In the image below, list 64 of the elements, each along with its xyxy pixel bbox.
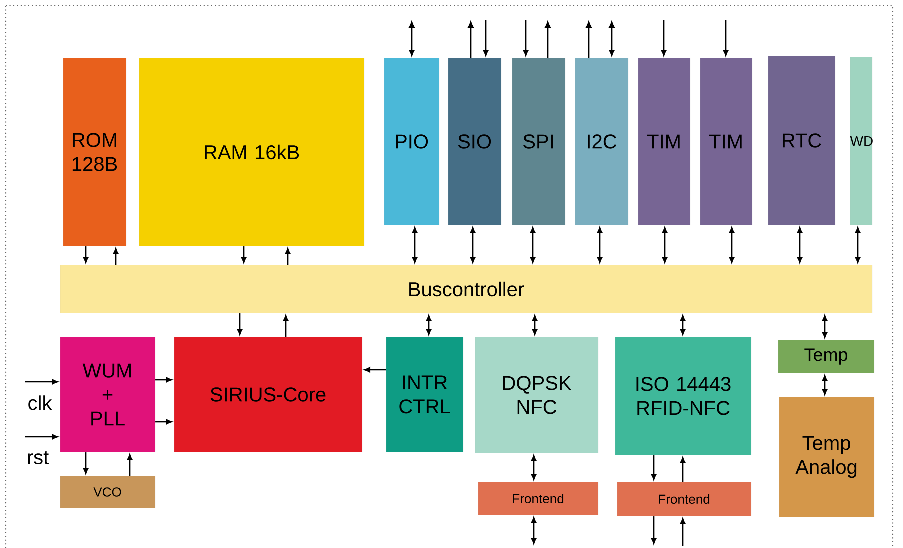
arrow [468,22,474,58]
arrow [283,315,289,337]
block-box: INTR CTRL [386,337,464,453]
arrow [412,227,418,264]
block-box: WD [850,57,873,226]
arrow [156,419,172,425]
block-box: SIO [448,58,502,226]
block-box: VCO [60,476,156,509]
arrow [680,315,686,336]
arrow [531,455,537,480]
edge-label: clk [26,394,54,412]
block-box: I2C [575,58,629,226]
block-box: RTC [768,56,836,226]
block-box: ISO 14443 RFID-NFC [615,337,752,456]
block-box: TIM [638,58,691,226]
arrow [729,227,735,264]
arrow [409,22,415,56]
arrow [651,516,657,544]
block-box: SIRIUS-Core [174,337,363,453]
block-box: RAM 16kB [139,58,365,247]
arrow [523,20,529,56]
arrow [285,248,291,265]
arrow [470,227,476,264]
arrow [364,367,386,373]
block-box: Frontend [478,482,599,516]
arrow [241,246,247,264]
arrow [532,315,538,336]
arrow [545,22,551,58]
arrow [127,454,133,476]
arrow [531,517,537,544]
arrow [83,246,89,264]
block-box: ROM 128B [63,58,127,247]
arrow [25,379,58,385]
block-box: Frontend [617,482,752,517]
arrow [597,227,603,264]
block-box: PIO [384,58,440,226]
arrow [797,227,803,264]
arrow [530,227,536,264]
arrow [83,452,89,474]
block-box: DQPSK NFC [475,337,599,454]
arrow [113,248,119,265]
edge-label: rst [26,450,50,466]
arrow [609,22,615,56]
arrow [855,227,861,264]
arrow [237,314,243,336]
arrow [662,227,668,264]
arrow [586,22,592,58]
bus-bar: Buscontroller [60,264,873,314]
arrow [156,377,172,383]
block-box: Temp Analog [779,397,875,518]
arrow [680,457,686,482]
block-box: SPI [512,58,566,226]
arrow [661,20,667,56]
block-box: TIM [700,58,753,226]
arrow [426,315,432,336]
arrow [483,20,489,56]
block-box: WUM + PLL [60,337,156,453]
arrow [822,315,828,338]
arrow [25,434,58,440]
arrow [822,375,828,396]
arrow [651,456,657,480]
block-box: Temp [778,340,875,374]
arrow [680,518,686,546]
arrow [723,20,729,56]
